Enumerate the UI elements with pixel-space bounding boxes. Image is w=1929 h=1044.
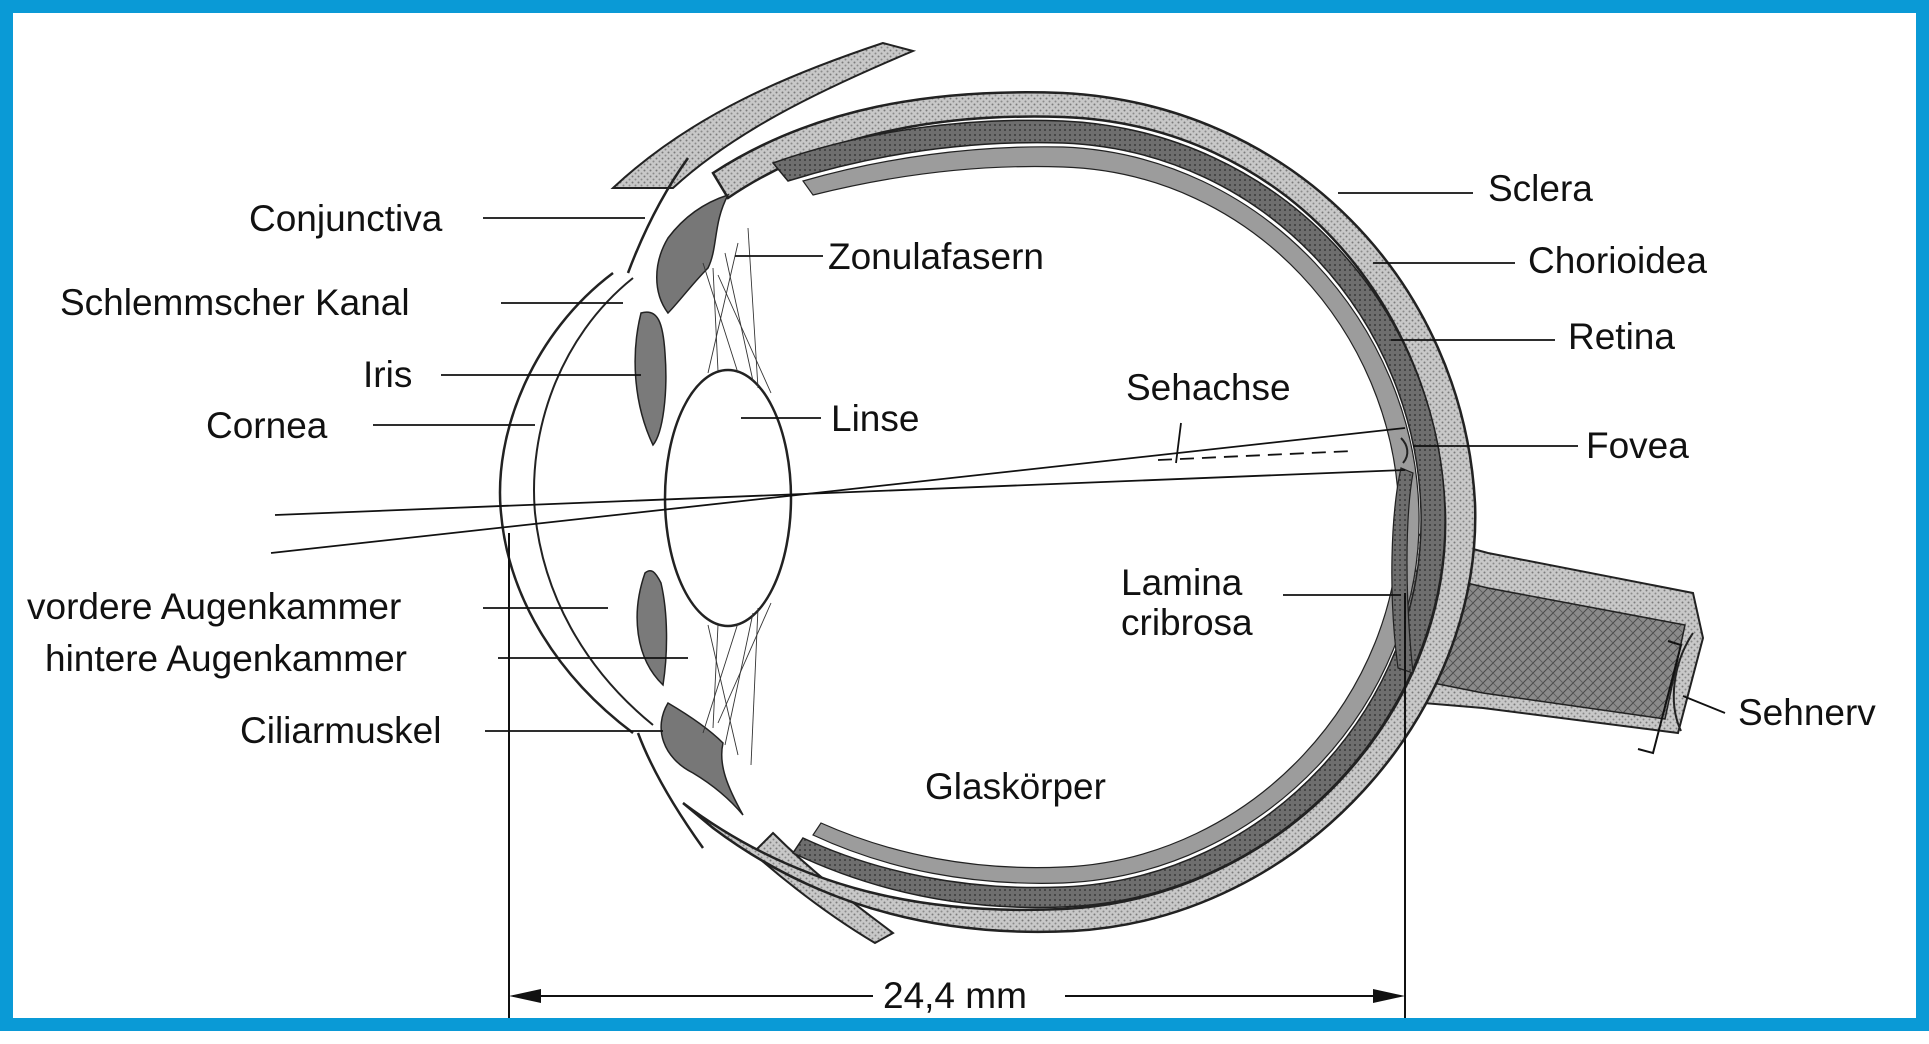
visual-axis-lines [271, 423, 1405, 553]
label-sehachse: Sehachse [1126, 367, 1291, 408]
label-retina: Retina [1568, 316, 1675, 357]
iris-upper [635, 312, 666, 445]
label-vordere-augenkammer: vordere Augenkammer [27, 586, 401, 627]
label-glaskoerper: Glaskörper [925, 766, 1106, 807]
label-conjunctiva: Conjunctiva [249, 198, 443, 239]
dimension-arrow-right [1373, 989, 1405, 1003]
label-ciliarmuskel: Ciliarmuskel [240, 710, 441, 751]
eye-cross-section-diagram: Conjunctiva Schlemmscher Kanal Iris Corn… [13, 13, 1929, 1044]
label-linse: Linse [831, 398, 919, 439]
label-cribrosa: cribrosa [1121, 602, 1253, 643]
label-fovea: Fovea [1586, 425, 1689, 466]
label-chorioidea: Chorioidea [1528, 240, 1707, 281]
label-cornea: Cornea [206, 405, 328, 446]
dimension-arrow-left [509, 989, 541, 1003]
label-dimension: 24,4 mm [883, 975, 1027, 1016]
label-iris: Iris [363, 354, 412, 395]
label-sehnerv: Sehnerv [1738, 692, 1876, 733]
label-lamina: Lamina [1121, 562, 1243, 603]
iris-lower [637, 571, 666, 685]
ciliary-body-upper [657, 195, 728, 313]
label-zonulafasern: Zonulafasern [828, 236, 1044, 277]
label-schlemmscher-kanal: Schlemmscher Kanal [60, 282, 410, 323]
label-hintere-augenkammer: hintere Augenkammer [45, 638, 407, 679]
label-sclera: Sclera [1488, 168, 1593, 209]
